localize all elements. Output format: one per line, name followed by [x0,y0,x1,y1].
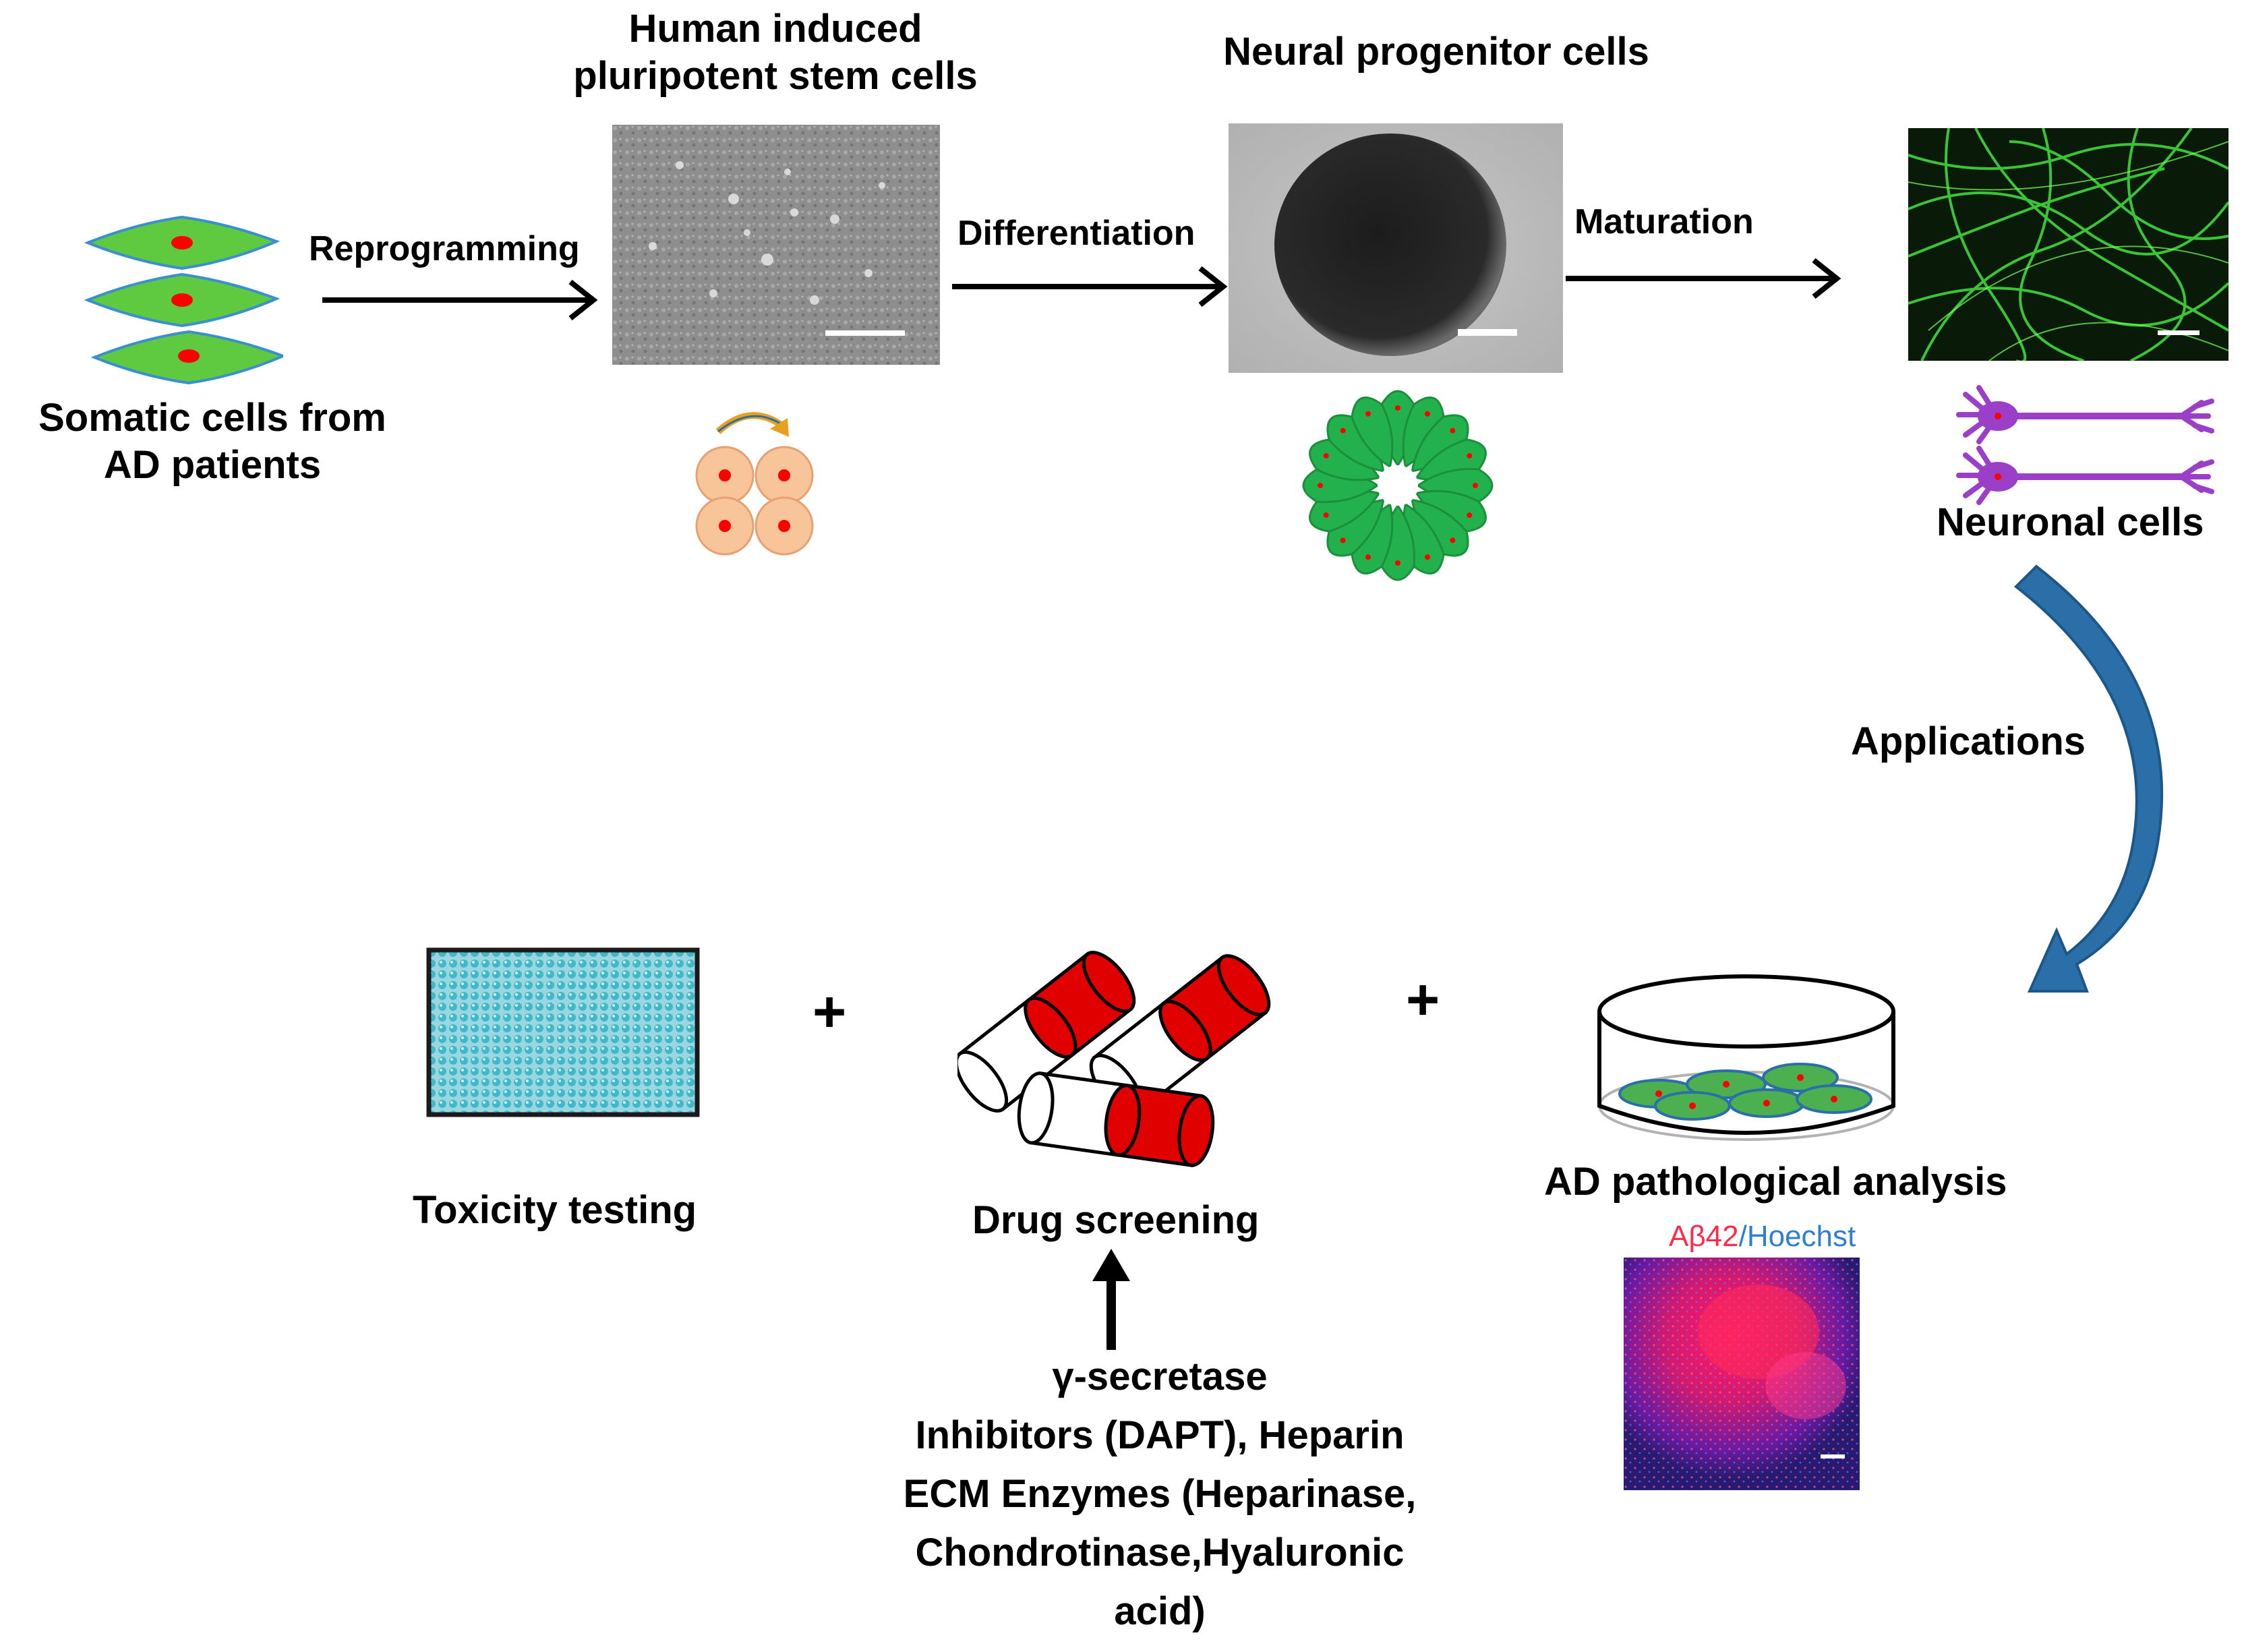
differentiation-label: Differentiation [957,214,1195,253]
somatic-label-line2: AD patients [103,442,322,487]
neuron-icons [1952,381,2222,516]
dish-cells [1618,1063,1872,1121]
stain-hoechst: Hoechst [1746,1220,1856,1253]
somatic-cells-illustration [81,209,283,391]
somatic-cell [84,272,280,328]
ad-analysis-label: AD pathological analysis [1544,1160,2007,1204]
reprogramming-label: Reprogramming [309,229,580,268]
applications-curved-arrow [2009,560,2185,1032]
fluorescence-micrograph [1624,1258,1860,1490]
toxicity-plate [426,947,700,1117]
maturation-label: Maturation [1574,202,1754,241]
stain-abeta42: Aβ42 [1669,1220,1739,1253]
maturation-arrow [1566,255,1849,302]
capsule [957,951,1136,1113]
neuronal-cells-label: Neuronal cells [1937,500,2204,544]
npc-micrograph [1229,123,1563,373]
rosette-petal [1351,396,1394,469]
neural-rosette-icon [1287,374,1509,597]
up-arrow [1091,1249,1131,1350]
drug-capsules [957,917,1308,1173]
neuron-shape [1956,385,2214,444]
scale-bar [1821,1454,1845,1458]
plus-sign: + [813,980,847,1044]
somatic-label-line1: Somatic cells from [38,396,386,440]
stain-legend: Aβ42/Hoechst [1669,1219,1856,1255]
scale-bar [1458,329,1517,336]
petri-dish [1591,971,1901,1146]
npc-label: Neural progenitor cells [1223,30,1649,73]
ipsc-cell [755,446,814,505]
somatic-cell [90,330,283,385]
toxicity-label: Toxicity testing [413,1188,697,1232]
applications-label: Applications [1851,719,2086,763]
drugs-line4: Chondrotinase,Hyaluronic [915,1531,1405,1574]
stain-separator: / [1738,1220,1747,1253]
ipsc-label-line2: pluripotent stem cells [573,53,978,98]
ipsc-cell [695,496,755,556]
scale-bar [825,330,905,336]
ipsc-label: Human induced pluripotent stem cells [533,5,1018,99]
differentiation-arrow [952,263,1235,310]
drugs-line3: ECM Enzymes (Heparinase, [903,1472,1417,1516]
scale-bar [2158,330,2199,335]
drugs-line5: acid) [1114,1589,1206,1633]
ipsc-cell [755,496,814,556]
reprogramming-arrow [322,276,606,324]
plus-sign: + [1406,968,1440,1032]
ipsc-micrograph [612,125,940,365]
neurosphere [1274,134,1506,356]
capsule [1017,1071,1215,1168]
ipsc-cluster-icon [688,405,823,556]
drug-screening-label: Drug screening [972,1198,1260,1242]
somatic-cells-label: Somatic cells from AD patients [13,394,411,488]
ipsc-label-line1: Human induced [628,7,922,51]
ipsc-cell [695,446,755,505]
somatic-cell [84,215,280,270]
drugs-line1: γ-secretase [1052,1355,1268,1398]
neuronal-micrograph [1908,128,2228,361]
drug-compounds-list: γ-secretase Inhibitors (DAPT), Heparin E… [836,1347,1483,1641]
drugs-line2: Inhibitors (DAPT), Heparin [915,1413,1405,1457]
